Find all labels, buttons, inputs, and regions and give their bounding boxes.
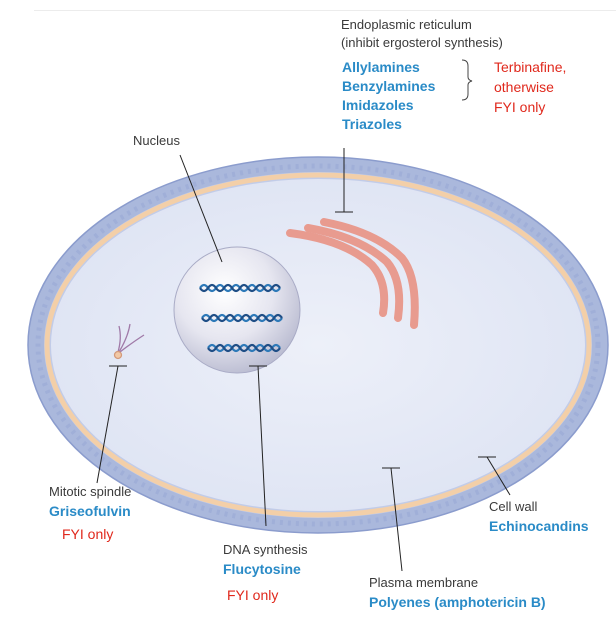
drug-imidazoles: Imidazoles [342, 97, 414, 113]
drug-griseofulvin: Griseofulvin [49, 503, 131, 519]
leader-lines [96, 148, 511, 572]
drug-flucytosine: Flucytosine [223, 561, 301, 577]
er-label: Endoplasmic reticulum [341, 17, 472, 32]
dna-synthesis-label: DNA synthesis [223, 542, 308, 557]
bracket-icon [461, 59, 473, 101]
mitotic-spindle-label: Mitotic spindle [49, 484, 132, 499]
drug-benzylamines: Benzylamines [342, 78, 436, 94]
drug-allylamines: Allylamines [342, 59, 420, 75]
cell-wall-label: Cell wall [489, 499, 538, 514]
mitotic-spindle-icon [113, 323, 145, 360]
dna-strand-icon [199, 283, 283, 323]
er-note-line-3: FYI only [494, 99, 546, 115]
plasma-membrane-label: Plasma membrane [369, 575, 479, 590]
er-note-line-2: otherwise [494, 79, 554, 95]
drug-triazoles: Triazoles [342, 116, 402, 132]
nucleus-label: Nucleus [133, 133, 180, 148]
dna-note: FYI only [227, 587, 279, 603]
drug-echinocandins: Echinocandins [489, 518, 589, 534]
endoplasmic-reticulum [286, 218, 419, 329]
drug-polyenes: Polyenes (amphotericin B) [369, 594, 546, 610]
spindle-note: FYI only [62, 526, 114, 542]
er-sublabel: (inhibit ergosterol synthesis) [341, 35, 503, 50]
cytoplasm [51, 179, 585, 511]
nucleus [173, 246, 301, 374]
er-note-line-1: Terbinafine, [494, 59, 567, 75]
plasma-membrane [44, 172, 592, 518]
dna-strand-icon [207, 343, 281, 353]
top-divider [34, 10, 616, 11]
